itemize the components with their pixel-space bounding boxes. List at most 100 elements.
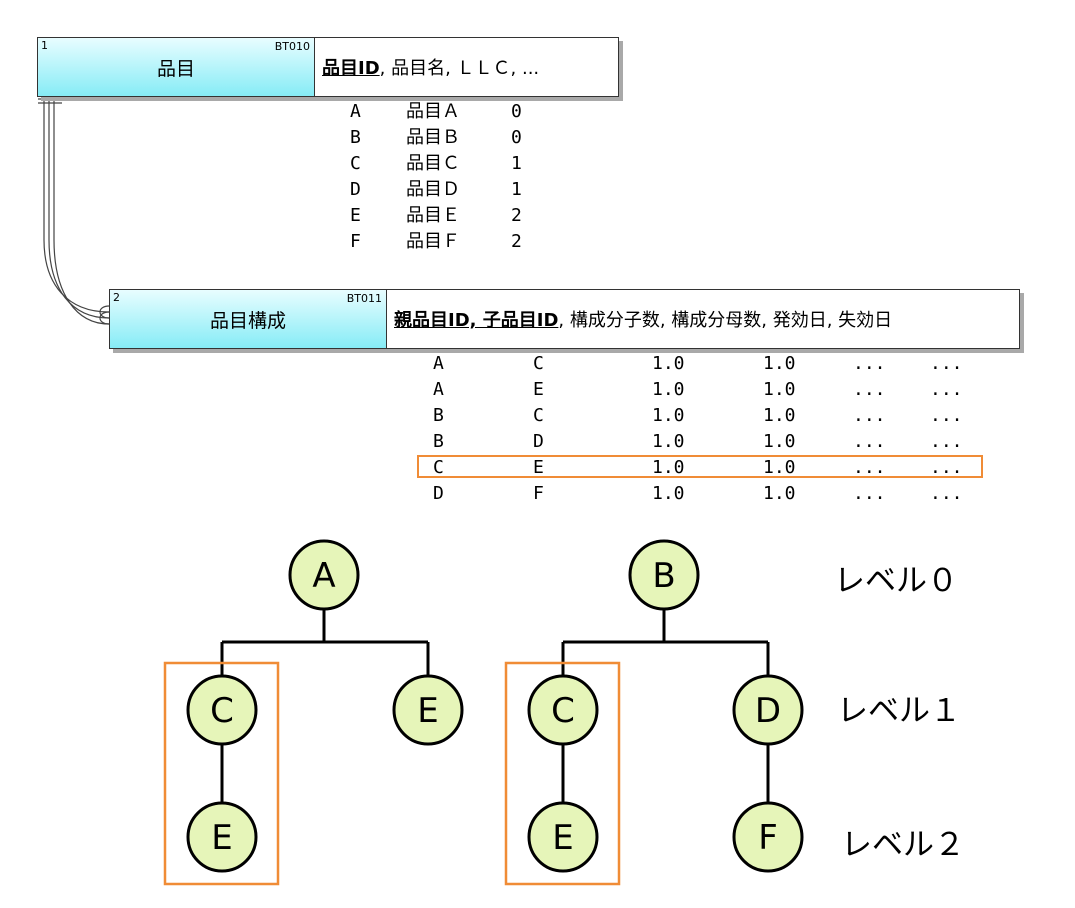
- tree-node: A: [288, 539, 360, 611]
- tree-node-label: D: [755, 691, 781, 731]
- structure-sample-cell: B: [433, 431, 444, 452]
- level-0-label: レベル０: [834, 563, 958, 599]
- structure-sample-cell: ...: [930, 405, 963, 426]
- item-sample-cell: D: [350, 179, 361, 200]
- entity-item-number: 1: [41, 39, 48, 52]
- tree-node: E: [186, 801, 258, 873]
- structure-sample-cell: F: [533, 483, 544, 504]
- tree-node-circle: [288, 539, 360, 611]
- tree-node-circle: [186, 801, 258, 873]
- item-sample-cell: C: [350, 153, 361, 174]
- tree-node-circle: [392, 674, 464, 746]
- structure-sample-cell: ...: [930, 457, 963, 478]
- structure-sample-cell: ...: [853, 483, 886, 504]
- tree-node-label: F: [758, 818, 778, 858]
- item-sample-cell: 品目Ｅ: [406, 205, 460, 226]
- structure-sample-cell: 1.0: [652, 457, 685, 478]
- item-sample-cell: E: [350, 205, 361, 226]
- tree-node: C: [527, 674, 599, 746]
- structure-sample-cell: B: [433, 405, 444, 426]
- entity-item-attributes: 品目ID, 品目名, ＬＬＣ, ...: [315, 38, 539, 96]
- entity-item[interactable]: 1 BT010 品目 品目ID, 品目名, ＬＬＣ, ...: [37, 37, 619, 97]
- item-sample-cell: 品目Ｆ: [406, 231, 460, 252]
- level-1-label: レベル１: [837, 693, 961, 729]
- structure-sample-cell: 1.0: [763, 379, 796, 400]
- tree-node: D: [732, 674, 804, 746]
- entity-structure-number: 2: [113, 291, 120, 304]
- tree-node-circle: [732, 801, 804, 873]
- structure-sample-cell: 1.0: [652, 431, 685, 452]
- tree-node-circle: [527, 801, 599, 873]
- entity-item-primary-key: 品目ID: [322, 58, 380, 79]
- structure-sample-cell: ...: [930, 483, 963, 504]
- structure-sample-cell: C: [433, 457, 444, 478]
- structure-sample-cell: ...: [853, 405, 886, 426]
- tree-node: E: [392, 674, 464, 746]
- structure-sample-cell: 1.0: [763, 405, 796, 426]
- structure-sample-cell: A: [433, 379, 444, 400]
- highlight-box-right: [504, 661, 621, 886]
- tree-node-label: C: [210, 691, 234, 731]
- entity-structure-name: 品目構成: [209, 309, 286, 332]
- structure-sample-cell: 1.0: [763, 431, 796, 452]
- tree-node-circle: [186, 674, 258, 746]
- tree-node-label: B: [652, 556, 675, 596]
- structure-sample-cell: ...: [853, 457, 886, 478]
- item-sample-cell: 1: [511, 179, 522, 200]
- structure-sample-cell: 1.0: [652, 405, 685, 426]
- structure-sample-cell: ...: [930, 431, 963, 452]
- structure-sample-cell: 1.0: [652, 379, 685, 400]
- tree-node-label: E: [552, 818, 573, 858]
- entity-item-structure[interactable]: 2 BT011 品目構成 親品目ID, 子品目ID, 構成分子数, 構成分母数,…: [109, 289, 1020, 349]
- highlighted-row-box: [417, 455, 983, 478]
- item-sample-cell: A: [350, 101, 361, 122]
- entity-structure-header: 2 BT011 品目構成: [110, 290, 387, 348]
- entity-structure-attribute-list: , 構成分子数, 構成分母数, 発効日, 失効日: [558, 310, 893, 331]
- entity-item-attribute-list: , 品目名, ＬＬＣ, ...: [379, 58, 540, 79]
- structure-sample-cell: 1.0: [763, 457, 796, 478]
- entity-structure-primary-key: 親品目ID, 子品目ID: [394, 310, 559, 331]
- structure-sample-cell: D: [533, 431, 544, 452]
- item-sample-cell: B: [350, 127, 361, 148]
- tree-node-circle: [527, 674, 599, 746]
- entity-structure-code: BT011: [346, 292, 382, 305]
- tree-node-label: A: [312, 556, 335, 596]
- structure-sample-cell: C: [533, 405, 544, 426]
- structure-sample-cell: ...: [930, 353, 963, 374]
- structure-sample-cell: ...: [853, 431, 886, 452]
- tree-node-label: E: [417, 691, 438, 731]
- tree-node-label: C: [551, 691, 575, 731]
- structure-sample-cell: D: [433, 483, 444, 504]
- tree-node-circle: [732, 674, 804, 746]
- highlight-box-left: [163, 661, 280, 886]
- structure-sample-cell: 1.0: [652, 353, 685, 374]
- tree-node: C: [186, 674, 258, 746]
- item-sample-cell: 0: [511, 101, 522, 122]
- structure-sample-cell: A: [433, 353, 444, 374]
- structure-sample-cell: ...: [853, 353, 886, 374]
- structure-sample-cell: 1.0: [763, 483, 796, 504]
- entity-structure-attributes: 親品目ID, 子品目ID, 構成分子数, 構成分母数, 発効日, 失効日: [387, 290, 892, 348]
- item-sample-cell: 品目Ｂ: [406, 127, 460, 148]
- item-sample-cell: 品目Ｃ: [406, 153, 460, 174]
- tree-node: F: [732, 801, 804, 873]
- structure-sample-cell: 1.0: [652, 483, 685, 504]
- structure-sample-cell: ...: [930, 379, 963, 400]
- tree-node-circle: [628, 539, 700, 611]
- item-sample-cell: 品目Ａ: [406, 101, 460, 122]
- structure-sample-cell: ...: [853, 379, 886, 400]
- structure-sample-cell: E: [533, 457, 544, 478]
- structure-sample-cell: 1.0: [763, 353, 796, 374]
- item-sample-cell: 1: [511, 153, 522, 174]
- item-sample-cell: 0: [511, 127, 522, 148]
- structure-sample-cell: C: [533, 353, 544, 374]
- item-sample-cell: 2: [511, 205, 522, 226]
- item-sample-cell: F: [350, 231, 361, 252]
- entity-item-name: 品目: [156, 57, 195, 80]
- entity-item-header: 1 BT010 品目: [38, 38, 315, 96]
- structure-sample-cell: E: [533, 379, 544, 400]
- item-sample-cell: 品目Ｄ: [406, 179, 460, 200]
- entity-item-code: BT010: [274, 40, 310, 53]
